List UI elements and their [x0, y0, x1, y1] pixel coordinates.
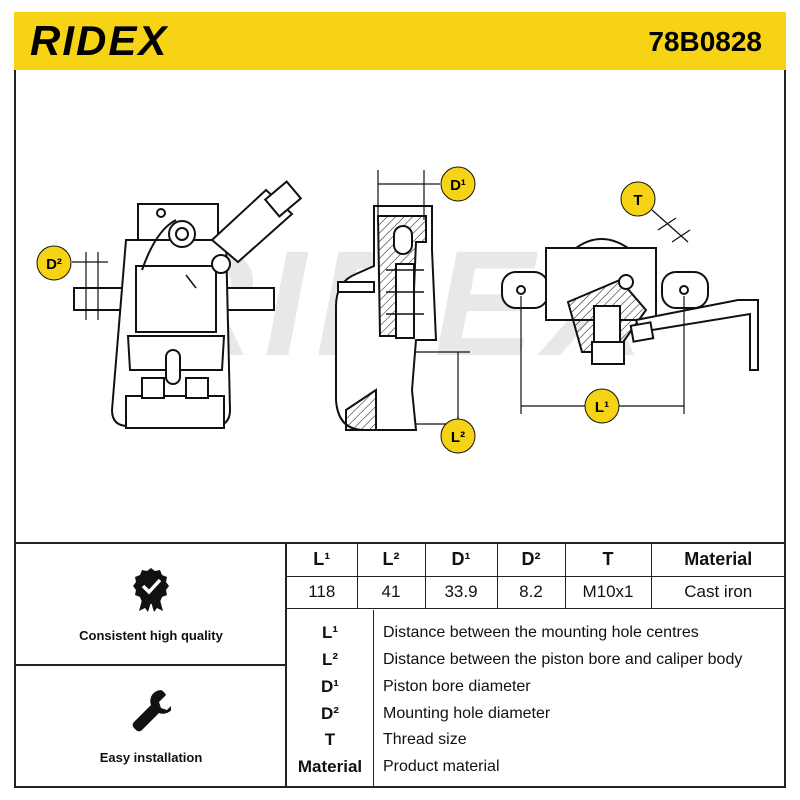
feature-label-installation: Easy installation: [99, 750, 203, 765]
feature-label-quality: Consistent high quality: [79, 628, 223, 643]
feature-quality: Consistent high quality: [16, 544, 286, 666]
caliper-rear-view: [501, 238, 759, 371]
spec-value-l2: 41: [356, 575, 426, 609]
legend-desc: Product material: [383, 758, 500, 775]
legend: L¹ Distance between the mounting hole ce…: [287, 610, 785, 786]
legend-desc: Mounting hole diameter: [383, 705, 551, 722]
feature-column: Consistent high quality Easy installatio…: [14, 542, 286, 788]
svg-text:D¹: D¹: [450, 177, 466, 194]
dimension-d1: [377, 170, 440, 220]
legend-row: D¹ Piston bore diameter: [287, 674, 785, 700]
spec-table: L¹ L² D¹ D² T Material 118 41 33.9 8.2 M…: [287, 544, 785, 609]
technical-drawing-frame: RIDEX D²: [14, 70, 786, 542]
legend-key: D²: [321, 704, 339, 723]
legend-desc: Distance between the piston bore and cal…: [383, 651, 743, 668]
spec-header-row: L¹ L² D¹ D² T Material: [287, 544, 785, 577]
legend-key: Material: [297, 757, 363, 776]
callout-t: T: [620, 181, 656, 217]
legend-key: T: [324, 730, 336, 749]
brand-logo: RIDEX: [30, 17, 169, 64]
callout-d2: D²: [36, 245, 72, 281]
spec-header-d1: D¹: [424, 544, 498, 577]
technical-drawing: RIDEX D²: [36, 166, 759, 454]
legend-desc: Thread size: [383, 731, 467, 748]
wrench-icon: [132, 690, 171, 732]
legend-divider: [373, 610, 374, 786]
legend-key: D¹: [321, 677, 339, 696]
svg-text:L²: L²: [451, 429, 465, 446]
quality-badge-icon: [133, 568, 169, 612]
svg-text:D²: D²: [46, 256, 62, 273]
legend-row: L² Distance between the piston bore and …: [287, 647, 785, 673]
spec-header-d2: D²: [496, 544, 566, 577]
header-bar: RIDEX 78B0828: [14, 12, 786, 70]
legend-row: T Thread size: [287, 727, 785, 753]
legend-desc: Distance between the mounting hole centr…: [383, 624, 699, 641]
legend-desc: Piston bore diameter: [383, 678, 531, 695]
feature-installation: Easy installation: [16, 666, 286, 788]
spec-value-material: Cast iron: [650, 575, 785, 609]
dimension-d2: [72, 252, 108, 320]
callout-l1: L¹: [584, 388, 620, 424]
dimension-t: [651, 209, 691, 243]
part-number: 78B0828: [648, 26, 762, 57]
spec-header-l2: L²: [356, 544, 426, 577]
spec-header-t: T: [564, 544, 652, 577]
caliper-section-view: [335, 205, 438, 431]
spec-value-t: M10x1: [564, 575, 652, 609]
spec-panel: L¹ L² D¹ D² T Material 118 41 33.9 8.2 M…: [286, 542, 786, 788]
svg-text:L¹: L¹: [595, 399, 609, 416]
spec-header-l1: L¹: [287, 544, 358, 577]
callout-l2: L²: [440, 418, 476, 454]
spec-header-material: Material: [650, 544, 785, 577]
callout-d1: D¹: [440, 166, 476, 202]
legend-row: Material Product material: [287, 754, 785, 780]
spec-value-row: 118 41 33.9 8.2 M10x1 Cast iron: [287, 575, 785, 609]
spec-value-d2: 8.2: [496, 575, 566, 609]
spec-value-l1: 118: [287, 575, 358, 609]
legend-row: L¹ Distance between the mounting hole ce…: [287, 620, 785, 646]
legend-row: D² Mounting hole diameter: [287, 701, 785, 727]
legend-key: L¹: [321, 623, 339, 642]
caliper-front-view: [73, 180, 303, 429]
svg-text:T: T: [633, 192, 642, 209]
bottom-panel: Consistent high quality Easy installatio…: [14, 542, 786, 788]
legend-key: L²: [321, 650, 339, 669]
spec-value-d1: 33.9: [424, 575, 498, 609]
